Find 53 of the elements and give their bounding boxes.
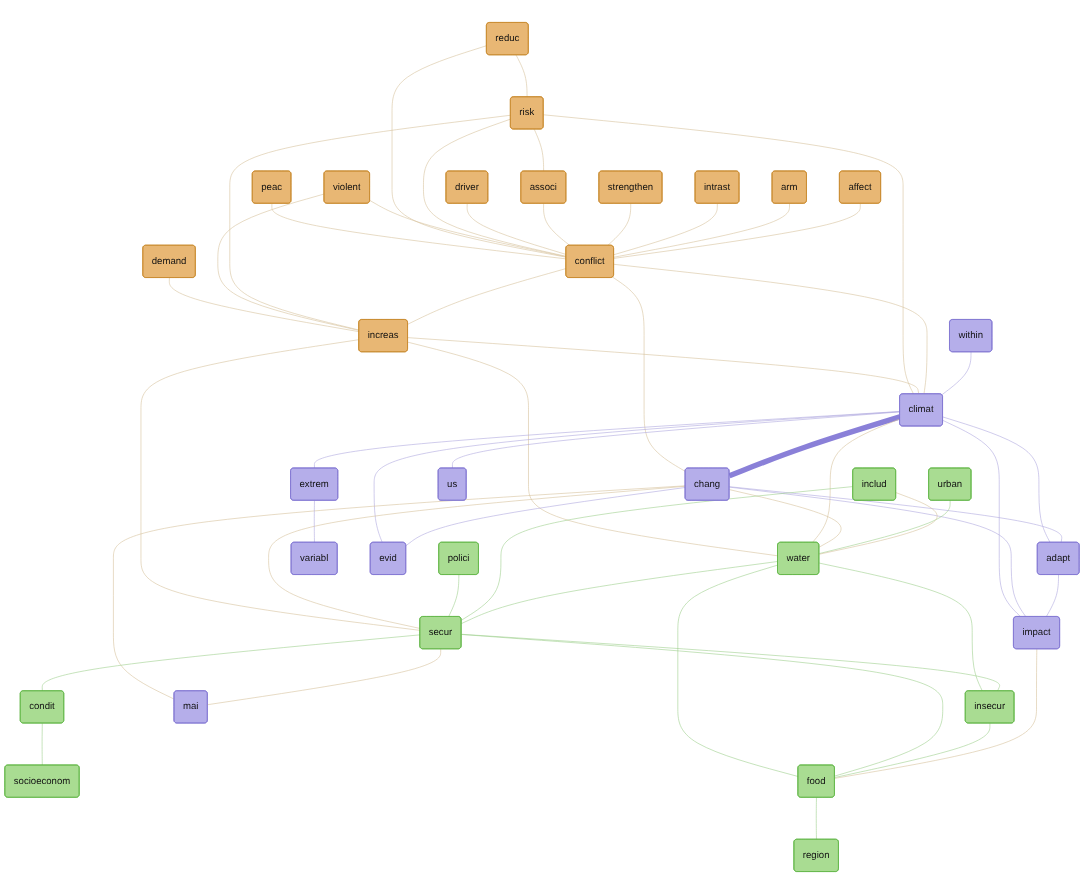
connector [461, 634, 944, 777]
connector [612, 276, 686, 472]
connector [452, 411, 901, 469]
connector [407, 268, 567, 325]
connector [217, 193, 360, 331]
connector [818, 562, 983, 692]
connector [613, 203, 790, 258]
connector [448, 574, 460, 618]
connector [113, 485, 686, 700]
connector [607, 203, 632, 246]
connector [543, 203, 571, 246]
connector [812, 418, 901, 543]
connector [613, 203, 861, 259]
connector [941, 351, 972, 396]
connector [613, 264, 928, 395]
connector [41, 634, 421, 692]
connector [815, 797, 817, 840]
connector [407, 341, 779, 557]
connector [140, 339, 421, 631]
connector [834, 723, 991, 778]
connector [407, 337, 920, 395]
connector [391, 45, 567, 258]
connector [818, 492, 938, 555]
connector [466, 203, 567, 255]
connector [271, 203, 567, 260]
connector [207, 648, 442, 705]
connector [461, 561, 779, 624]
connector [268, 486, 686, 629]
connector [729, 486, 1063, 543]
connector [41, 723, 43, 766]
connector [423, 118, 567, 257]
connector [534, 129, 544, 172]
connector [677, 564, 799, 777]
connector [818, 500, 951, 554]
connector [729, 489, 842, 548]
connector [229, 114, 511, 331]
connector [515, 54, 528, 98]
connector [613, 203, 718, 255]
connector [834, 648, 1038, 779]
connector [461, 486, 854, 621]
connector [369, 200, 567, 257]
connector [729, 486, 1027, 618]
connector [942, 420, 1021, 618]
connector [169, 277, 360, 332]
connector [373, 411, 901, 543]
connector [942, 416, 1051, 543]
connector [1046, 574, 1059, 618]
connector [728, 414, 901, 479]
connector [543, 114, 914, 395]
connector [405, 487, 686, 546]
connector [313, 500, 315, 543]
connector [461, 634, 1000, 692]
connector [314, 411, 901, 469]
